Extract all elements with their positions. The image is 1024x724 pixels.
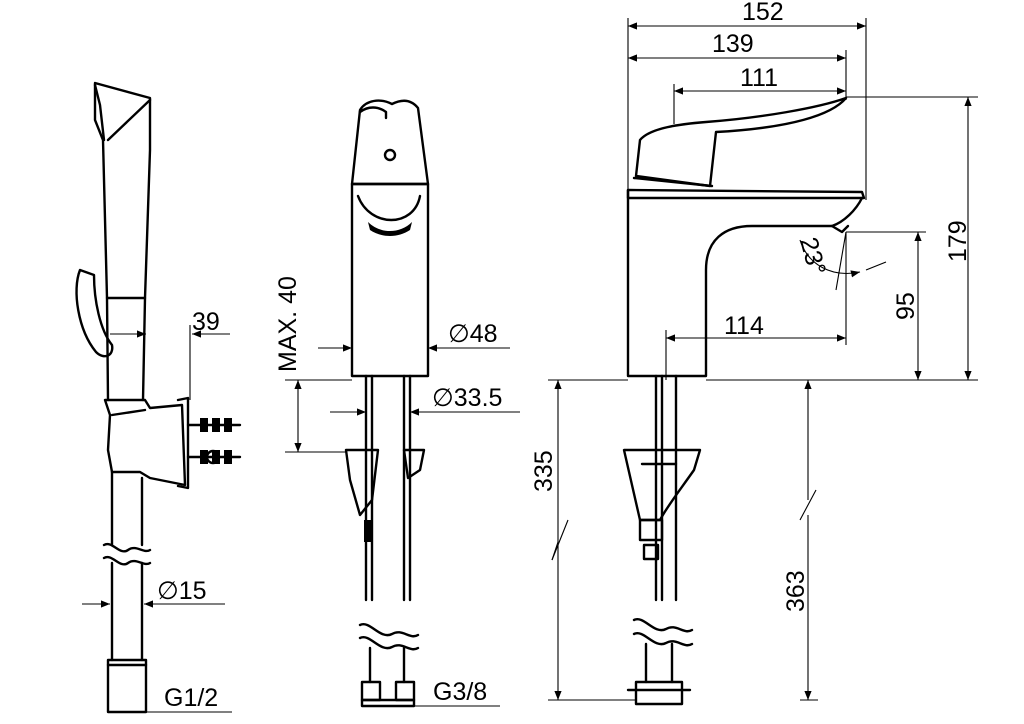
dim-label-335: 335 <box>530 450 558 492</box>
thread-g12: G1/2 <box>146 684 232 713</box>
dim-label-d33: ∅33.5 <box>432 384 502 412</box>
hand-shower-view <box>75 81 242 714</box>
dim-label-114: 114 <box>724 312 764 340</box>
dim-label-g38: G3/8 <box>433 678 487 706</box>
dimension-335: 335 <box>530 379 636 701</box>
dimension-39: 39 <box>110 308 230 400</box>
dim-label-111: 111 <box>740 64 778 92</box>
dimension-15: ∅15 <box>82 577 225 608</box>
dim-label-max-40: MAX. 40 <box>274 276 302 372</box>
dim-label-95: 95 <box>892 292 920 320</box>
dim-label-g12: G1/2 <box>164 684 218 712</box>
faucet-front-view <box>344 99 430 708</box>
thread-g38: G3/8 <box>414 678 500 707</box>
dim-label-139: 139 <box>712 30 754 58</box>
dimension-angle-23: 23° <box>794 231 887 291</box>
dimension-179: 179 <box>706 96 978 381</box>
dim-label-179: 179 <box>944 220 972 262</box>
dimension-363: 363 <box>782 380 818 701</box>
dimension-d33: ∅33.5 <box>330 384 520 416</box>
dimension-111: 111 <box>673 64 846 124</box>
dimension-114: 114 <box>665 232 847 380</box>
dimension-152: 152 <box>627 0 867 200</box>
dim-label-152: 152 <box>742 0 784 26</box>
faucet-side-view <box>622 96 866 706</box>
dim-label-39: 39 <box>192 308 220 336</box>
dim-label-d15: ∅15 <box>157 577 207 605</box>
dim-label-363: 363 <box>782 570 810 612</box>
bracket-fitting-top <box>186 418 242 432</box>
dim-label-23: 23° <box>794 234 831 278</box>
dimension-d48: ∅48 <box>318 320 510 352</box>
dimension-139: 139 <box>628 30 847 100</box>
bracket-fitting-bottom <box>186 449 242 465</box>
dimension-max-40: MAX. 40 <box>274 276 352 453</box>
dim-label-d48: ∅48 <box>448 320 498 348</box>
dimension-95: 95 <box>846 231 926 380</box>
